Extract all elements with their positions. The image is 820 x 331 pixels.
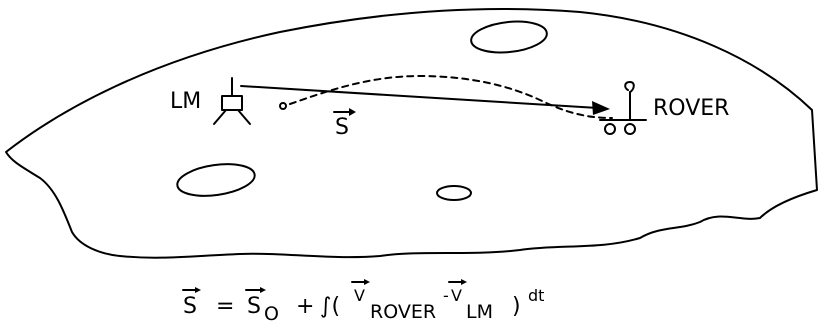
equation-close-paren: ) (512, 294, 521, 319)
equation-s0-base: S (247, 294, 261, 319)
equation-dt: dt (528, 286, 544, 305)
equation-equals: = (216, 294, 234, 319)
equation-plus: + (296, 294, 314, 319)
crater-left (176, 163, 256, 197)
rover-traverse-path-dashed (289, 75, 613, 119)
reference-point-marker (279, 102, 287, 110)
equation-minus: - (443, 286, 449, 305)
vector-s-label-group: S (333, 108, 356, 140)
vector-s-arrow-line (240, 85, 599, 109)
lm-label: LM (170, 89, 201, 114)
crater-small (436, 185, 472, 201)
lunar-surface-outline (5, 7, 818, 259)
equation-v-lm: V (451, 286, 462, 305)
equation-v-rover-sub: ROVER (370, 301, 436, 323)
equation-v-lm-sub: LM (466, 301, 493, 323)
rover-icon (599, 81, 647, 135)
vector-s-arrowhead (592, 101, 610, 115)
navigation-equation: S = S O + ∫( V ROVER - V LM ) dt (182, 279, 544, 325)
vector-s-label: S (335, 115, 349, 140)
equation-lhs-s: S (183, 294, 197, 319)
crater-top-right (470, 20, 548, 54)
lunar-module-icon (213, 77, 251, 125)
rover-label: ROVER (653, 96, 729, 121)
equation-integral-open: ∫( (320, 294, 340, 319)
equation-s0-sub: O (264, 303, 279, 325)
equation-v-rover: V (354, 286, 365, 305)
